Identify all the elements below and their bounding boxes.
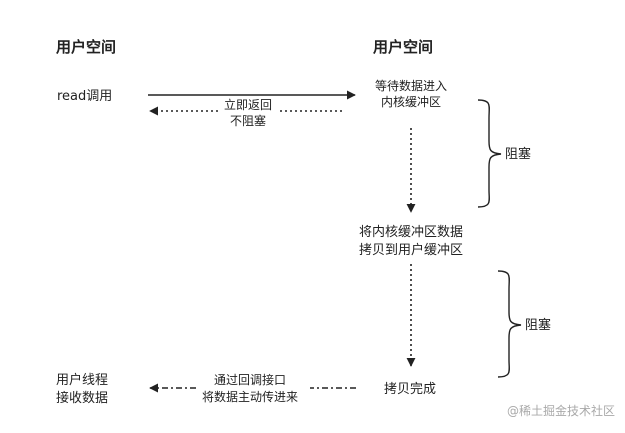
notify-label-line2: 将数据主动传进来 (201, 390, 298, 404)
user-thread-label-line1: 用户线程 (56, 373, 109, 388)
wait-data-line1: 等待数据进入 (374, 79, 447, 93)
copy-data-line1: 将内核缓冲区数据 (358, 225, 463, 240)
block-brace-1 (477, 99, 502, 208)
wait-data-line2: 内核缓冲区 (380, 95, 441, 109)
notify-label-line1: 通过回调接口 (213, 373, 286, 387)
return-label-line1: 立即返回 (223, 98, 272, 112)
read-call-label: read调用 (57, 89, 113, 104)
copy-done-label: 拷贝完成 (384, 382, 437, 397)
left-header: 用户空间 (56, 38, 117, 56)
block-label-2: 阻塞 (525, 318, 552, 333)
block-label-1: 阻塞 (505, 147, 532, 162)
copy-data-line2: 拷贝到用户缓冲区 (358, 243, 463, 258)
user-thread-label-line2: 接收数据 (56, 391, 109, 406)
return-label-line2: 不阻塞 (229, 114, 266, 128)
right-header: 用户空间 (373, 38, 434, 56)
watermark: @稀土掘金技术社区 (506, 404, 615, 418)
block-brace-2 (497, 270, 522, 378)
